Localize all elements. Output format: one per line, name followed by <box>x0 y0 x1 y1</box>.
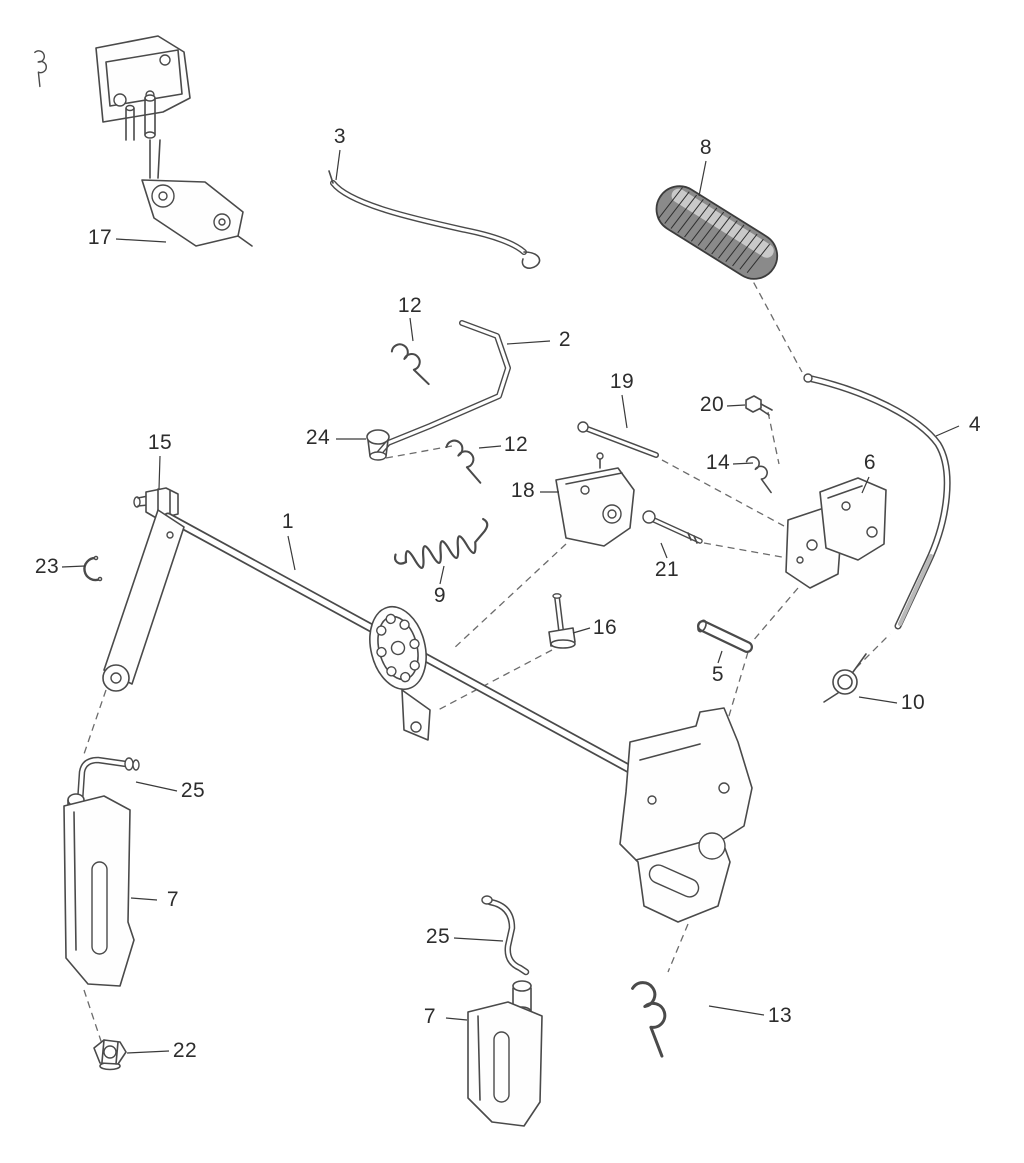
callout-17: 17 <box>87 226 113 249</box>
callout-2: 2 <box>558 328 572 351</box>
callout-10: 10 <box>900 691 926 714</box>
callout-9: 9 <box>433 584 447 607</box>
right-mounting-bracket <box>619 707 753 923</box>
callout-24: 24 <box>305 426 331 449</box>
callout-1: 1 <box>281 510 295 533</box>
part-12-clip-a <box>385 341 438 386</box>
callout-22: 22 <box>172 1039 198 1062</box>
callout-12-b: 12 <box>503 433 529 456</box>
part-2-rod <box>373 320 511 460</box>
part-8-grip <box>655 185 779 280</box>
callout-21: 21 <box>654 558 680 581</box>
callout-12-a: 12 <box>397 294 423 317</box>
callout-4: 4 <box>968 413 982 436</box>
part-10-spring-clip <box>823 653 867 703</box>
part-7-lift-link-a <box>63 793 135 987</box>
callout-25-a: 25 <box>180 779 206 802</box>
part-9-spring <box>393 517 489 569</box>
part-14-clip <box>738 454 783 494</box>
callout-7-b: 7 <box>423 1005 437 1028</box>
assembly-dashed-lines <box>83 271 891 1045</box>
callout-23: 23 <box>34 555 60 578</box>
callout-15: 15 <box>147 431 173 454</box>
part-22-nut <box>93 1039 127 1071</box>
part-18-bracket <box>555 452 635 547</box>
callout-5: 5 <box>711 663 725 686</box>
part-23-retaining-ring <box>83 555 103 582</box>
callout-16: 16 <box>592 616 618 639</box>
part-1-lift-shaft <box>102 509 653 784</box>
part-16-bolt <box>548 593 576 649</box>
callout-14: 14 <box>705 451 731 474</box>
callout-13: 13 <box>767 1004 793 1027</box>
part-19-pin <box>577 421 659 458</box>
callout-18: 18 <box>510 479 536 502</box>
part-15-shaft-end <box>133 487 179 520</box>
part-24-cap <box>366 429 390 461</box>
part-6-bracket <box>785 477 887 589</box>
callout-19: 19 <box>609 370 635 393</box>
callout-25-b: 25 <box>425 925 451 948</box>
part-20-screw <box>745 395 773 416</box>
part-21-pin <box>642 510 703 544</box>
part-13-clip <box>609 976 694 1058</box>
part-3-rod <box>328 170 541 269</box>
part-12-clip-b <box>437 437 493 484</box>
part-17-bracket-assembly <box>21 35 253 247</box>
callout-6: 6 <box>863 451 877 474</box>
callout-leader-lines <box>61 149 960 1054</box>
part-25-hose-a <box>76 756 140 806</box>
part-7-lift-link-b <box>467 980 543 1127</box>
callout-20: 20 <box>699 393 725 416</box>
callout-7-a: 7 <box>166 888 180 911</box>
callout-3: 3 <box>333 125 347 148</box>
callout-8: 8 <box>699 136 713 159</box>
part-5-spacer <box>697 619 753 653</box>
part-4-handle-rod <box>803 373 951 630</box>
part-25-hose-b <box>481 895 530 976</box>
